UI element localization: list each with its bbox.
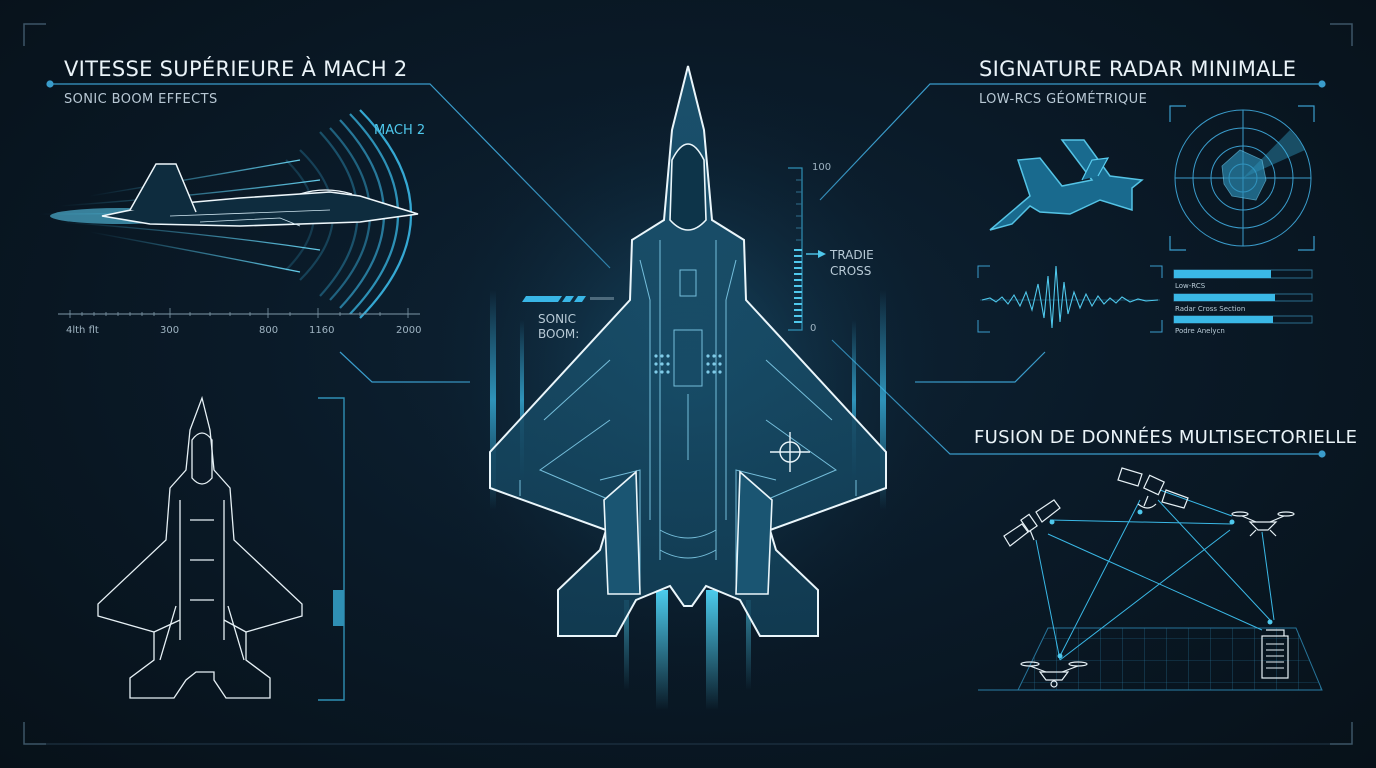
axis-tick-3: 1160 [309,325,335,336]
radar-scope-icon [1169,105,1315,251]
axis-tick-0: 4lth flt [66,325,99,336]
rcs-bar-fill-2 [1174,316,1273,323]
crosshair-icon [770,432,810,472]
satellite-icon [1003,499,1061,547]
rcs-bar-label-0: Low-RCS [1175,282,1206,290]
side-glow-bars [490,290,886,510]
gauge-min: 0 [810,323,817,334]
building-icon [1261,629,1289,679]
gauge-label-1: TRADIE [830,248,874,262]
rcs-bar-fill-1 [1174,294,1275,301]
fusion-title: FUSION DE DONNÉES MULTISECTORIELLE [974,427,1358,448]
gauge-max: 100 [812,162,832,173]
jet-top-icon [489,65,887,637]
rcs-bar-label-1: Radar Cross Section [1175,305,1246,313]
network-links [1035,489,1275,661]
axis-tick-1: 300 [160,325,180,336]
axis-tick-2: 800 [259,325,279,336]
frame-corners [23,23,1353,745]
engine-trails [624,590,751,710]
sonic-label-2: BOOM: [538,327,580,341]
radar-waveform [977,265,1163,333]
bracket-left [318,397,345,701]
network-nodes [1049,509,1273,659]
radar-title: SIGNATURE RADAR MINIMALE [979,57,1297,81]
jet-top-outline-icon [97,395,303,699]
rcs-bar-fill-0 [1174,270,1271,278]
sonic-label-1: SONIC [538,312,576,326]
speed-axis [58,308,420,318]
ground-grid [978,627,1323,691]
gauge-label-2: CROSS [830,264,872,278]
axis-tick-4: 2000 [396,325,422,336]
speed-subtitle: SONIC BOOM EFFECTS [64,92,218,107]
jet-low-rcs-icon [989,139,1144,231]
sonic-boom-stripes [522,296,614,302]
mach-label: MACH 2 [374,123,426,138]
drone-icon [1231,511,1295,537]
vertical-gauge [788,167,826,331]
ground-drone-icon [1020,661,1088,688]
jet-side-icon [39,109,419,319]
rcs-bars [1173,269,1313,324]
radar-subtitle: LOW-RCS GÉOMÉTRIQUE [979,92,1148,107]
speed-title: VITESSE SUPÉRIEURE À MACH 2 [64,57,408,81]
rcs-bar-label-2: Podre Anelycn [1175,327,1225,335]
satellite-icon-2 [1117,467,1189,509]
